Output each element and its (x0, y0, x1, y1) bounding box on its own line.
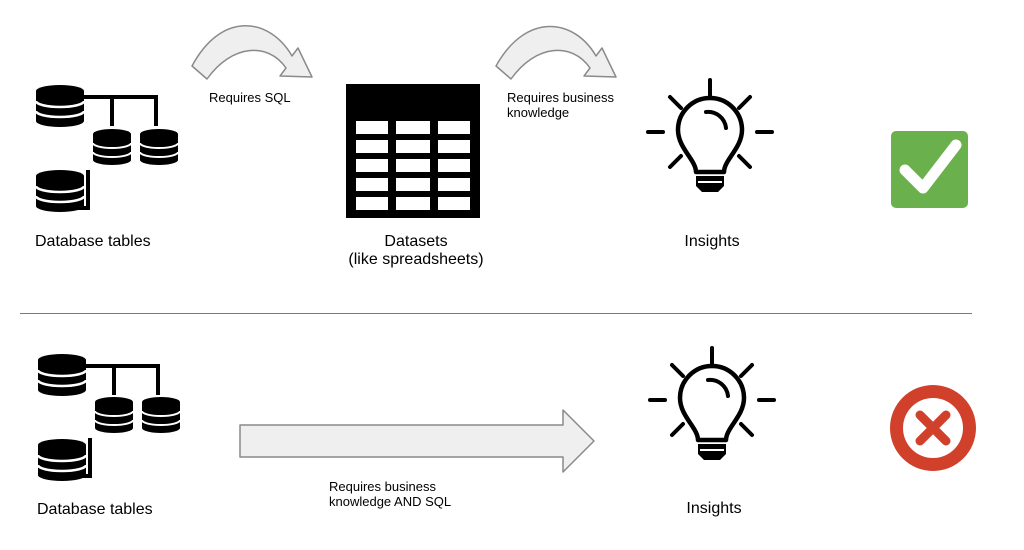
step2-label-line1: Requires business (507, 90, 614, 105)
step2-label-line2: knowledge (507, 105, 570, 120)
source-label-top: Database tables (35, 233, 151, 250)
check-icon (891, 131, 968, 208)
cross-icon (890, 385, 976, 471)
step2-label: Requires business knowledge (507, 90, 614, 120)
database-tables-icon-top (34, 83, 179, 214)
middle-label-line2: (like spreadsheets) (348, 251, 484, 268)
step-label-bottom: Requires business knowledge AND SQL (329, 479, 451, 509)
curved-arrow-2-icon (495, 25, 617, 80)
row-divider (20, 313, 972, 314)
step-label-bottom-line2: knowledge AND SQL (329, 494, 452, 509)
database-tables-icon-bottom (36, 352, 181, 483)
straight-arrow-icon (239, 409, 595, 473)
middle-label: Datasets (like spreadsheets) (330, 233, 502, 269)
lightbulb-icon-top (648, 80, 772, 192)
target-label-bottom: Insights (686, 500, 742, 517)
step-label-bottom-line1: Requires business (329, 479, 436, 494)
dataset-spreadsheet-icon (346, 84, 480, 218)
lightbulb-icon-bottom (650, 348, 774, 460)
target-label-top: Insights (684, 233, 740, 250)
middle-label-line1: Datasets (384, 233, 448, 250)
source-label-bottom: Database tables (37, 501, 153, 518)
curved-arrow-1-icon (191, 25, 313, 80)
step1-label: Requires SQL (209, 90, 291, 105)
